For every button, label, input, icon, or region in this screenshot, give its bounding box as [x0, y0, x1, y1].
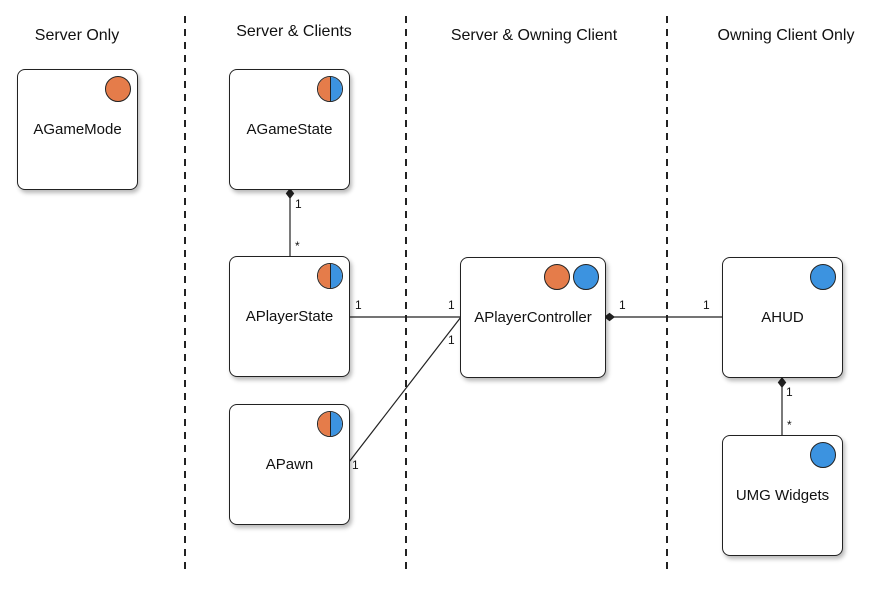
badge-row: [317, 411, 343, 437]
badge-row: [810, 264, 836, 290]
class-name: AHUD: [761, 309, 804, 326]
column-title-server-only: Server Only: [34, 27, 120, 44]
badge-row: [810, 442, 836, 468]
client-badge-icon: [810, 442, 836, 468]
server-badge-icon: [544, 264, 570, 290]
server-client-badge-icon: [317, 411, 343, 437]
multiplicity-label: *: [787, 418, 792, 432]
client-badge-icon: [573, 264, 599, 290]
composition-diamond: [777, 377, 787, 388]
multiplicity-label: 1: [295, 197, 302, 211]
class-box-apawn[interactable]: APawn: [229, 404, 350, 525]
class-box-ahud[interactable]: AHUD: [722, 257, 843, 378]
class-box-aplayercontroller[interactable]: APlayerController: [460, 257, 606, 378]
class-box-umgwidgets[interactable]: UMG Widgets: [722, 435, 843, 556]
class-box-agamestate[interactable]: AGameState: [229, 69, 350, 190]
class-name: AGameState: [246, 121, 333, 138]
composition-diamond: [285, 188, 295, 199]
badge-row: [317, 76, 343, 102]
multiplicity-label: 1: [448, 298, 455, 312]
multiplicity-label: 1: [448, 333, 455, 347]
class-box-aplayerstate[interactable]: APlayerState: [229, 256, 350, 377]
class-name: AGameMode: [33, 121, 122, 138]
class-name: UMG Widgets: [735, 487, 830, 504]
server-client-badge-icon: [317, 263, 343, 289]
multiplicity-label: 1: [355, 298, 362, 312]
class-name: APlayerController: [474, 309, 592, 326]
badge-row: [544, 264, 599, 290]
server-badge-icon: [105, 76, 131, 102]
multiplicity-label: 1: [619, 298, 626, 312]
badge-row: [105, 76, 131, 102]
client-badge-icon: [810, 264, 836, 290]
composition-diamond: [604, 312, 615, 322]
column-title-server-clients: Server & Clients: [236, 23, 352, 40]
class-name: APawn: [265, 456, 314, 473]
column-title-owning-client-only: Owning Client Only: [717, 27, 855, 44]
multiplicity-label: 1: [352, 458, 359, 472]
class-box-agamemode[interactable]: AGameMode: [17, 69, 138, 190]
multiplicity-label: 1: [786, 385, 793, 399]
column-title-server-owning-client: Server & Owning Client: [450, 27, 618, 44]
class-name: APlayerState: [245, 308, 334, 325]
badge-row: [317, 263, 343, 289]
server-client-badge-icon: [317, 76, 343, 102]
multiplicity-label: 1: [703, 298, 710, 312]
multiplicity-label: *: [295, 239, 300, 253]
connector-pawn-playercontroller: [348, 316, 462, 463]
